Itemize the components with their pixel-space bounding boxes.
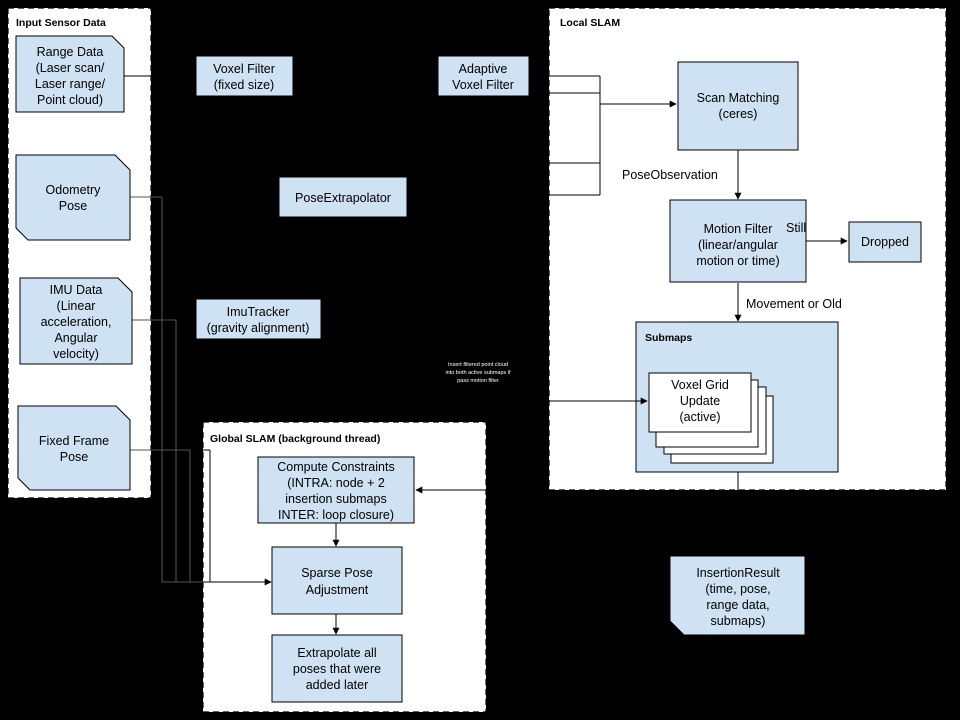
svg-text:Voxel Grid: Voxel Grid [671,378,729,392]
svg-text:Point cloud): Point cloud) [37,93,103,107]
svg-text:(gravity alignment): (gravity alignment) [207,321,310,335]
svg-text:into both active submaps if: into both active submaps if [445,370,511,376]
imu-data-node: IMU Data (Linear acceleration, Angular v… [19,277,133,365]
voxel-filter-node: Voxel Filter (fixed size) [195,55,294,97]
imu-tracker-node: ImuTracker (gravity alignment) [195,298,322,340]
fixed-frame-pose-node: Fixed Frame Pose [17,405,131,491]
movement-or-old-label: Movement or Old [746,297,842,311]
voxel-grid-update-node: Voxel Grid Update (active) [648,372,774,464]
dropped-node: Dropped [848,221,922,263]
svg-text:range data,: range data, [706,598,769,612]
svg-text:(fixed size): (fixed size) [214,78,274,92]
svg-text:(Laser scan/: (Laser scan/ [36,61,105,75]
svg-text:Pose: Pose [60,450,89,464]
compute-constraints-node: Compute Constraints (INTRA: node + 2 ins… [257,456,415,524]
svg-text:InsertionResult: InsertionResult [696,566,780,580]
svg-text:Fixed Frame: Fixed Frame [39,434,109,448]
submaps-title: Submaps [645,332,692,344]
svg-text:(linear/angular: (linear/angular [698,238,778,252]
svg-text:Voxel Filter: Voxel Filter [452,78,514,92]
pose-observation-label: PoseObservation [622,168,718,182]
still-label: Still [786,221,806,235]
svg-text:PoseExtrapolator: PoseExtrapolator [295,191,391,205]
svg-text:(Linear: (Linear [57,299,96,313]
scan-matching-node: Scan Matching (ceres) [677,61,799,151]
svg-text:Angular: Angular [54,331,97,345]
svg-text:Odometry: Odometry [46,183,102,197]
svg-text:(active): (active) [680,410,721,424]
svg-text:Sparse Pose: Sparse Pose [301,566,373,580]
svg-text:Adjustment: Adjustment [306,583,369,597]
svg-text:ImuTracker: ImuTracker [227,305,290,319]
odometry-pose-node: Odometry Pose [15,154,131,241]
motion-filter-node: Motion Filter (linear/angular motion or … [669,199,807,283]
svg-text:(time, pose,: (time, pose, [705,582,770,596]
svg-text:Dropped: Dropped [861,235,909,249]
svg-text:added later: added later [306,678,369,692]
svg-text:pass motion filter: pass motion filter [457,378,499,384]
svg-text:insertion submaps: insertion submaps [285,492,386,506]
svg-text:velocity): velocity) [53,347,99,361]
svg-text:(INTRA: node + 2: (INTRA: node + 2 [287,476,385,490]
svg-text:Motion Filter: Motion Filter [704,222,773,236]
svg-text:acceleration,: acceleration, [41,315,112,329]
range-data-node: Range Data (Laser scan/ Laser range/ Poi… [15,35,125,113]
input-sensor-title: Input Sensor Data [16,17,106,29]
sparse-pose-adjustment-node: Sparse Pose Adjustment [271,546,403,615]
svg-text:Insert filtered point cloud: Insert filtered point cloud [448,362,508,368]
connector-lines [124,75,848,635]
svg-text:Compute Constraints: Compute Constraints [277,460,394,474]
svg-text:poses that were: poses that were [293,662,381,676]
pose-extrapolator-node: PoseExtrapolator [278,176,408,218]
global-slam-title: Global SLAM (background thread) [210,433,380,445]
svg-text:Adaptive: Adaptive [459,62,508,76]
svg-text:(ceres): (ceres) [719,107,758,121]
svg-text:IMU Data: IMU Data [50,283,103,297]
adaptive-voxel-filter-node: Adaptive Voxel Filter [437,55,530,97]
svg-text:Extrapolate all: Extrapolate all [297,646,376,660]
svg-text:Update: Update [680,394,720,408]
svg-text:Pose: Pose [59,199,88,213]
extrapolate-poses-node: Extrapolate all poses that were added la… [271,634,403,703]
svg-text:Laser range/: Laser range/ [35,77,106,91]
svg-text:INTER: loop closure): INTER: loop closure) [278,508,394,522]
insertion-result-node: InsertionResult (time, pose, range data,… [669,555,806,636]
local-slam-title: Local SLAM [560,17,620,29]
svg-text:Scan Matching: Scan Matching [697,91,780,105]
svg-text:submaps): submaps) [711,614,766,628]
svg-text:Voxel Filter: Voxel Filter [213,62,275,76]
insert-note: Insert filtered point cloud into both ac… [445,362,511,384]
svg-text:motion or time): motion or time) [696,254,779,268]
svg-text:Range Data: Range Data [37,45,104,59]
